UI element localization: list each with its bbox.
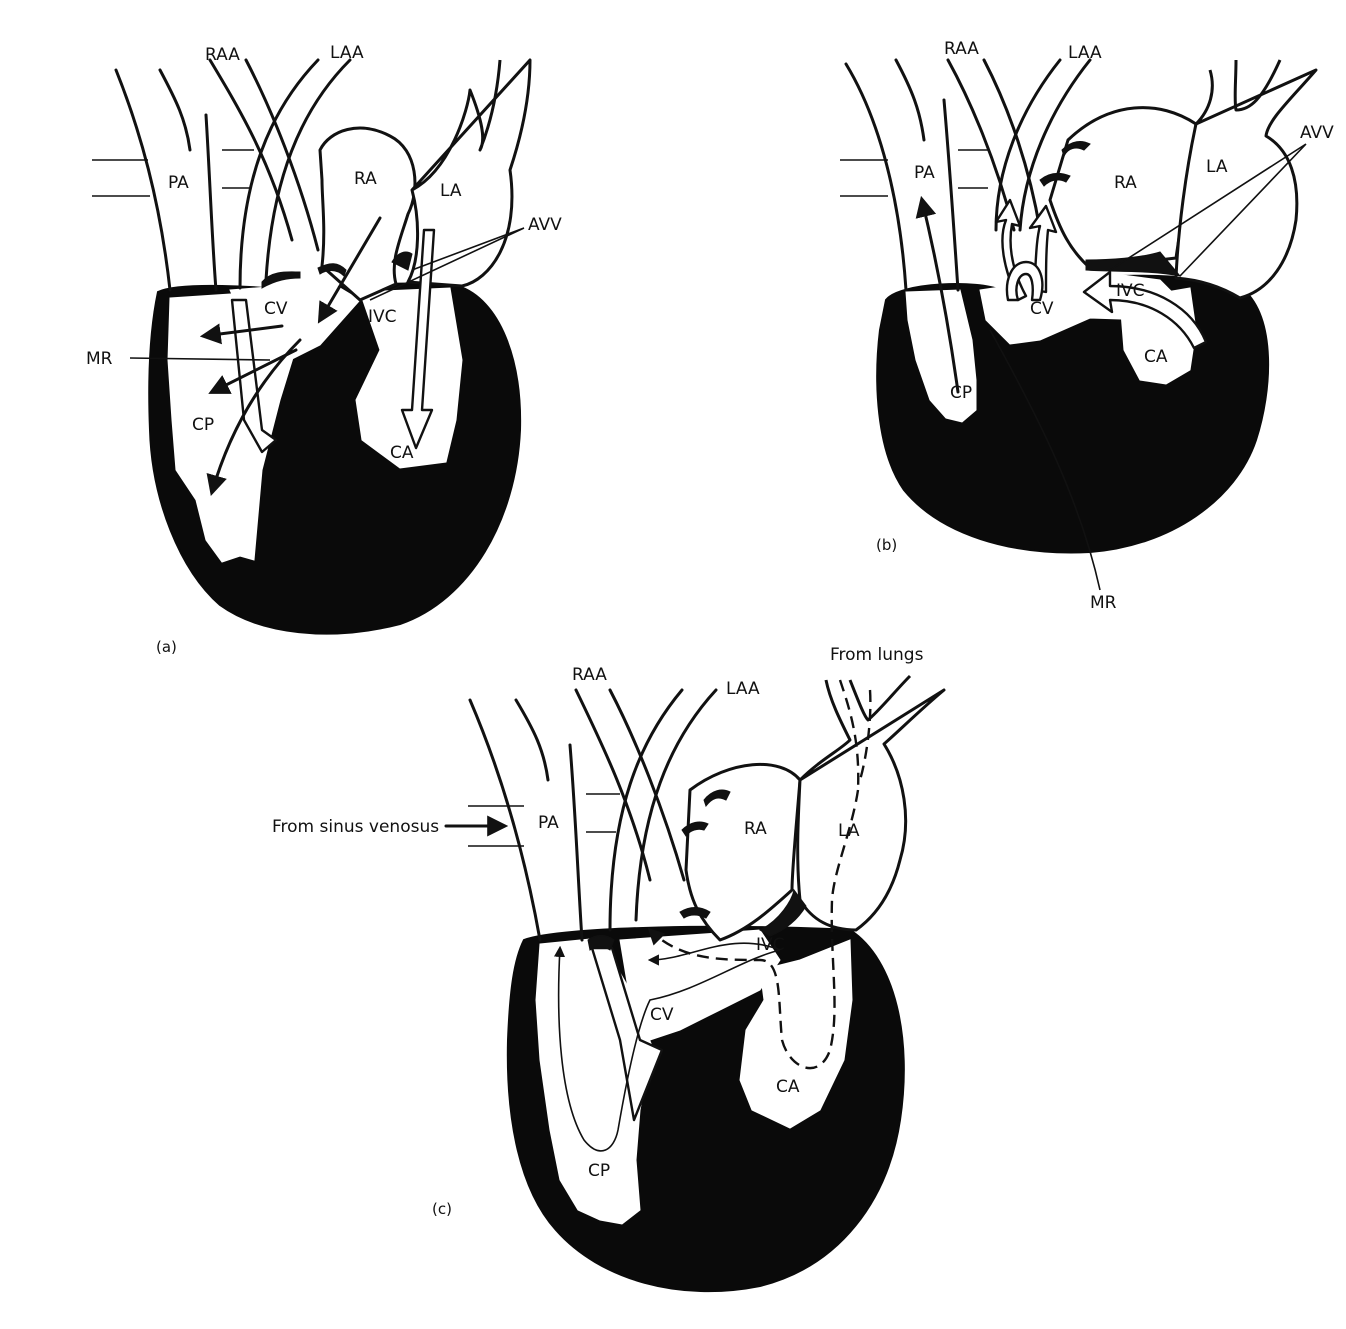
right-atrium-a xyxy=(318,126,417,302)
avv-pointer-b xyxy=(1109,143,1307,277)
label-la-a: LA xyxy=(440,181,462,201)
label-ca-a: CA xyxy=(390,443,414,463)
hollow-arrow-b-4 xyxy=(1005,260,1044,302)
sinus-veins-a xyxy=(92,149,254,197)
label-laa-c: LAA xyxy=(726,679,760,699)
flow-line-c-2 xyxy=(647,942,781,966)
label-mr-b: MR xyxy=(1090,593,1117,613)
caption-a: (a) xyxy=(156,638,177,656)
pulmonary-artery-c xyxy=(468,698,584,942)
pulmonary-artery-b xyxy=(844,58,960,292)
label-pa-c: PA xyxy=(538,813,559,833)
left-aortic-arch-a xyxy=(238,58,352,290)
label-cv-b: CV xyxy=(1030,299,1054,319)
label-raa-a: RAA xyxy=(205,45,240,65)
label-mr-a: MR xyxy=(86,349,113,369)
hollow-arrow-a xyxy=(400,228,436,450)
cavum-arteriosum-c xyxy=(739,939,853,1129)
label-avv-a: AVV xyxy=(528,215,562,235)
pulmonary-flow-dashed-c xyxy=(650,679,872,1070)
pulmonary-artery-a xyxy=(114,68,218,292)
label-ra-a: RA xyxy=(354,169,377,189)
sinus-veins-b xyxy=(840,149,990,197)
muscular-ridge-c xyxy=(590,946,664,1122)
left-aortic-arch-c xyxy=(608,688,718,932)
label-cp-c: CP xyxy=(588,1161,610,1181)
right-aortic-arch-b xyxy=(946,58,1042,232)
blood-arrow-a-1 xyxy=(317,216,382,324)
label-from-lungs-c: From lungs xyxy=(830,645,924,665)
label-ivc-a: IVC xyxy=(368,307,397,327)
left-atrium-c xyxy=(796,674,946,932)
cavum-arteriosum-a xyxy=(355,287,463,469)
left-atrium-b xyxy=(1174,59,1318,300)
label-cv-a: CV xyxy=(264,299,288,319)
left-atrium-a xyxy=(406,58,532,288)
blood-arrow-a-2 xyxy=(199,323,284,345)
label-cv-c: CV xyxy=(650,1005,674,1025)
label-laa-b: LAA xyxy=(1068,43,1102,63)
valve-flaps-c xyxy=(587,789,807,951)
label-cp-a: CP xyxy=(192,415,214,435)
panel-b: RAA LAA PA RA LA AVV CV IVC CP CA MR (b) xyxy=(840,39,1334,613)
muscular-ridge-a xyxy=(230,298,278,454)
hollow-arrow-b-3 xyxy=(1082,270,1208,350)
caption-b: (b) xyxy=(876,536,897,554)
flow-loop-c xyxy=(553,945,781,1152)
avv-pointer-a xyxy=(369,227,525,301)
blood-arrow-a-4 xyxy=(206,338,302,497)
label-ca-c: CA xyxy=(776,1077,800,1097)
valve-flaps-a xyxy=(261,251,413,289)
sinus-veins-c xyxy=(468,793,620,847)
label-ra-c: RA xyxy=(744,819,767,839)
panel-a: RAA LAA PA RA LA AVV CV IVC MR CP CA (a) xyxy=(86,43,562,656)
right-atrium-c xyxy=(684,762,802,942)
label-la-b: LA xyxy=(1206,157,1228,177)
label-avv-b: AVV xyxy=(1300,123,1334,143)
blood-arrow-b xyxy=(915,195,960,394)
left-aortic-arch-b xyxy=(994,58,1092,232)
caption-c: (c) xyxy=(432,1200,452,1218)
label-ra-b: RA xyxy=(1114,173,1137,193)
label-laa-a: LAA xyxy=(330,43,364,63)
label-raa-c: RAA xyxy=(572,665,607,685)
muscular-ridge-line-b xyxy=(989,329,1101,591)
label-raa-b: RAA xyxy=(944,39,979,59)
label-la-c: LA xyxy=(838,821,860,841)
label-ivc-b: IVC xyxy=(1116,281,1145,301)
label-from-sinus-c: From sinus venosus xyxy=(272,817,439,837)
cavum-venosum-c xyxy=(619,929,781,1041)
label-pa-a: PA xyxy=(168,173,189,193)
mr-pointer-a xyxy=(129,357,271,361)
blood-arrow-a-3 xyxy=(208,348,298,394)
label-pa-b: PA xyxy=(914,163,935,183)
label-ca-b: CA xyxy=(1144,347,1168,367)
valve-flaps-b xyxy=(1039,141,1182,277)
label-ivc-c: IVC xyxy=(756,935,785,955)
panel-c: RAA LAA From lungs From sinus venosus PA… xyxy=(272,645,946,1293)
right-aortic-arch-a xyxy=(208,58,320,252)
label-cp-b: CP xyxy=(950,383,972,403)
